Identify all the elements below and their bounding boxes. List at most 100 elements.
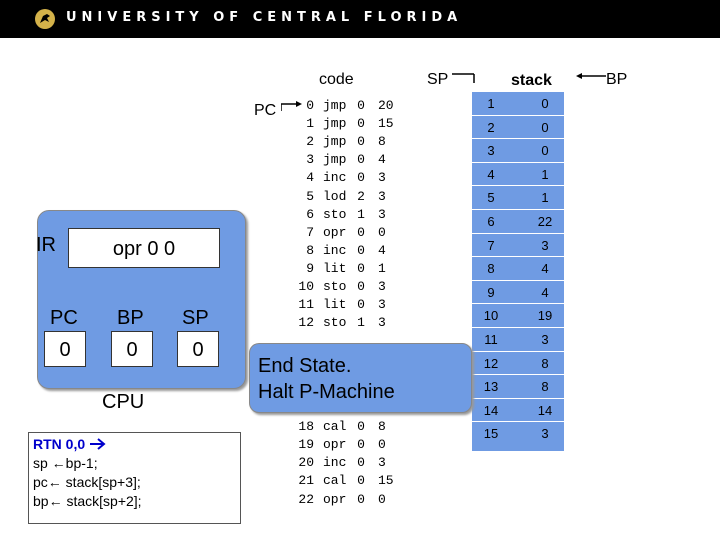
code-level: 0 bbox=[357, 279, 365, 294]
bp-label: BP bbox=[117, 307, 144, 329]
stack-index: 10 bbox=[483, 308, 499, 324]
code-level: 0 bbox=[357, 473, 365, 489]
stack-value: 3 bbox=[541, 426, 549, 442]
pc-label: PC bbox=[50, 307, 78, 329]
ir-label: IR bbox=[36, 234, 56, 256]
pegasus-logo-icon bbox=[35, 9, 55, 29]
end-state-line1: End State. bbox=[258, 355, 352, 377]
code-opcode: opr bbox=[323, 491, 347, 507]
code-line-number: 1 bbox=[306, 116, 314, 132]
code-opcode: sto bbox=[323, 315, 347, 331]
code-opcode: inc bbox=[323, 242, 347, 258]
code-opcode: cal bbox=[323, 419, 347, 435]
code-level: 0 bbox=[357, 297, 365, 313]
code-level: 1 bbox=[357, 315, 365, 331]
code-address: 3 bbox=[378, 206, 386, 222]
stack-index: 4 bbox=[487, 166, 495, 182]
header-bar: UNIVERSITY OF CENTRAL FLORIDA bbox=[0, 0, 720, 38]
stack-panel bbox=[472, 91, 564, 451]
rtn-line-3: bp← stack[sp+2]; bbox=[33, 493, 142, 509]
end-state-line2: Halt P-Machine bbox=[258, 381, 395, 403]
bp-pointer-label: BP bbox=[606, 71, 628, 88]
code-level: 2 bbox=[357, 188, 365, 204]
stack-index: 1 bbox=[487, 96, 495, 111]
stack-index: 11 bbox=[484, 332, 498, 347]
stack-index: 2 bbox=[487, 119, 495, 135]
code-level: 0 bbox=[357, 437, 365, 453]
code-line-number: 7 bbox=[306, 224, 314, 240]
code-opcode: jmp bbox=[323, 98, 347, 113]
stack-value: 0 bbox=[541, 96, 549, 111]
sp-register: 0 bbox=[177, 331, 219, 367]
code-line-number: 6 bbox=[306, 206, 314, 222]
stack-value: 22 bbox=[537, 214, 553, 229]
code-address: 3 bbox=[378, 188, 386, 204]
code-opcode: sto bbox=[323, 206, 347, 222]
stack-value: 3 bbox=[541, 237, 549, 253]
stack-index: 12 bbox=[483, 355, 499, 371]
stack-cell: 11 3 bbox=[472, 327, 564, 351]
code-level: 0 bbox=[357, 98, 365, 113]
stack-value: 4 bbox=[541, 261, 549, 277]
right-arrow-icon bbox=[90, 438, 106, 450]
code-level: 0 bbox=[357, 419, 365, 435]
pc-arrow-icon bbox=[281, 101, 302, 111]
stack-value: 3 bbox=[541, 332, 549, 347]
code-address: 4 bbox=[378, 152, 386, 168]
pc-pointer-label: PC bbox=[254, 102, 277, 119]
code-address: 15 bbox=[378, 116, 394, 132]
code-opcode: jmp bbox=[323, 134, 347, 150]
rtn-line-1: sp ←bp-1; bbox=[33, 455, 98, 471]
code-address: 0 bbox=[378, 491, 386, 507]
code-line-number: 3 bbox=[306, 152, 314, 168]
code-line-number: 19 bbox=[298, 437, 314, 453]
rtn-line-2: pc← stack[sp+3]; bbox=[33, 474, 141, 490]
code-address: 3 bbox=[378, 315, 386, 331]
code-address: 20 bbox=[378, 98, 394, 113]
code-line-number: 22 bbox=[298, 491, 314, 507]
code-level: 1 bbox=[357, 206, 365, 222]
code-opcode: lit bbox=[323, 297, 347, 313]
code-address: 3 bbox=[378, 455, 386, 471]
code-level: 0 bbox=[357, 224, 365, 240]
stack-value: 14 bbox=[537, 402, 553, 418]
stack-index: 8 bbox=[487, 261, 495, 277]
code-level: 0 bbox=[357, 152, 365, 168]
code-address: 3 bbox=[378, 170, 386, 186]
code-level: 0 bbox=[357, 491, 365, 507]
pc-register: 0 bbox=[44, 331, 86, 367]
code-level: 0 bbox=[357, 260, 365, 276]
code-address: 15 bbox=[378, 473, 394, 489]
code-opcode: opr bbox=[323, 224, 347, 240]
sp-pointer-label: SP bbox=[427, 71, 449, 88]
code-opcode: sto bbox=[323, 279, 347, 294]
code-label: code bbox=[319, 71, 354, 88]
cpu-panel: IR opr 0 0 PC BP SP 0 0 0 bbox=[36, 210, 246, 389]
code-address: 3 bbox=[378, 279, 386, 294]
code-opcode: cal bbox=[323, 473, 347, 489]
stack-index: 7 bbox=[487, 237, 495, 253]
code-line-number: 11 bbox=[298, 297, 314, 313]
code-address: 3 bbox=[378, 297, 386, 313]
code-opcode: lit bbox=[323, 260, 347, 276]
code-line-number: 0 bbox=[306, 98, 314, 113]
code-line-number: 10 bbox=[298, 279, 314, 294]
stack-index: 9 bbox=[487, 284, 495, 300]
code-line-number: 2 bbox=[306, 134, 314, 150]
rtn-instruction-box: RTN 0,0 sp ←bp-1; pc← stack[sp+3]; bp← s… bbox=[28, 432, 241, 524]
code-address: 0 bbox=[378, 224, 386, 240]
code-level: 0 bbox=[357, 134, 365, 150]
stack-value: 8 bbox=[541, 355, 549, 371]
code-line-number: 18 bbox=[298, 419, 314, 435]
stack-index: 15 bbox=[483, 426, 499, 442]
code-line-number: 21 bbox=[298, 473, 314, 489]
stack-index: 5 bbox=[487, 190, 495, 206]
rtn-title-text: RTN 0,0 bbox=[33, 436, 86, 452]
code-address: 1 bbox=[378, 260, 386, 276]
